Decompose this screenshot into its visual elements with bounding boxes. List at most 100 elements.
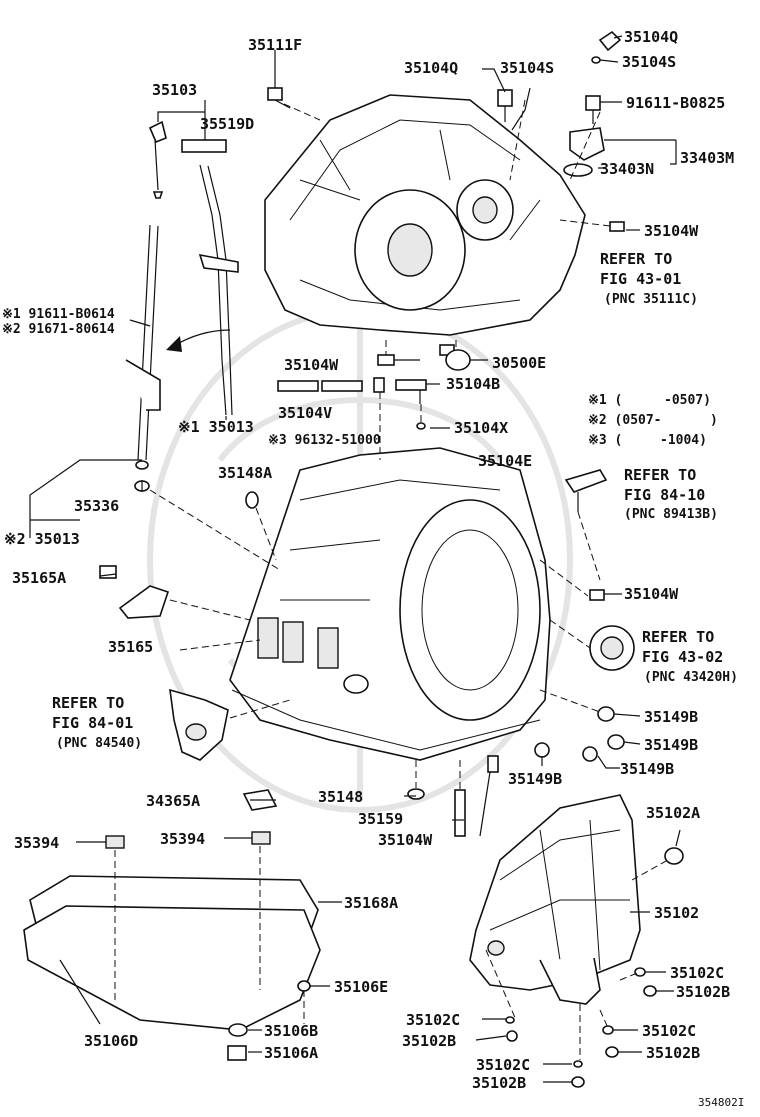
label-35104S-b: 35104S — [622, 53, 676, 71]
plug-96132-51000 — [373, 377, 385, 393]
plug-30500E — [439, 344, 471, 371]
o-ring-35519D — [181, 139, 227, 153]
dowel-35104W-bottom — [487, 755, 499, 773]
refer2-line1: REFER TO — [624, 466, 696, 484]
label-35104W-a: 35104W — [644, 222, 699, 240]
label-35394-a: 35394 — [14, 834, 59, 852]
label-35106D: 35106D — [84, 1032, 138, 1050]
plug-35148 — [407, 788, 425, 800]
label-35102: 35102 — [654, 904, 699, 922]
label-35165A: 35165A — [12, 569, 66, 587]
ring-35102C-a — [634, 967, 646, 977]
leader-lines — [29, 35, 681, 1083]
note-91671-80614: ※2 91671-80614 — [2, 322, 115, 337]
label-91611-B0825: 91611-B0825 — [626, 94, 725, 112]
tube-35104V-b — [321, 380, 363, 392]
refer3-line1: REFER TO — [642, 628, 714, 646]
refer1-line2: FIG 43-01 — [600, 270, 681, 288]
refer1-line1: REFER TO — [600, 250, 672, 268]
oil-pan-35106D — [23, 831, 321, 1031]
pin-35159 — [454, 789, 466, 837]
label-35394-b: 35394 — [160, 830, 205, 848]
label-35106A: 35106A — [264, 1044, 318, 1062]
footnote-3-mark: ※3 ( — [588, 433, 622, 448]
dowel-35104W-top — [609, 221, 625, 232]
refer4-line1: REFER TO — [52, 694, 124, 712]
transaxle-housing-upper — [264, 94, 586, 336]
label-33403M: 33403M — [680, 149, 734, 167]
footnote-1-mark: ※1 ( — [588, 393, 622, 408]
bush-35149B-a — [597, 706, 615, 722]
refer3-line2: FIG 43-02 — [642, 648, 723, 666]
label-35104E: 35104E — [478, 452, 532, 470]
label-35149B-a: 35149B — [644, 708, 698, 726]
bush-35149B-b — [607, 734, 625, 750]
differential-housing — [469, 794, 641, 1005]
label-30500E: 30500E — [492, 354, 546, 372]
label-35149B-b: 35149B — [644, 736, 698, 754]
label-35165: 35165 — [108, 638, 153, 656]
label-35102C-b: 35102C — [406, 1011, 460, 1029]
drain-plug-35106E — [297, 980, 311, 992]
refer4-line2: FIG 84-01 — [52, 714, 133, 732]
label-35102B-d: 35102B — [472, 1074, 526, 1092]
dowel-35104W-mid — [377, 354, 395, 366]
ring-35102C-c — [505, 1016, 515, 1024]
ring-35102C-d — [573, 1060, 583, 1068]
label-35106E: 35106E — [334, 978, 388, 996]
transaxle-case — [229, 447, 551, 761]
label-35148A: 35148A — [218, 464, 272, 482]
note-96132-51000: ※3 96132-51000 — [268, 433, 381, 448]
label-35102A: 35102A — [646, 804, 700, 822]
label-35104W-c: 35104W — [624, 585, 679, 603]
footnote-2-value: ) — [710, 413, 718, 428]
note-91611-B0614: ※1 91611-B0614 — [2, 307, 115, 322]
refer2-line3: (PNC 89413B) — [624, 507, 718, 522]
label-35519D: 35519D — [200, 115, 254, 133]
bolt-35104Q — [591, 30, 622, 64]
arrow-head-icon — [166, 336, 182, 352]
bush-35149B-d — [534, 742, 550, 758]
figure-id: 354802I — [698, 1096, 744, 1109]
dipstick — [148, 120, 167, 199]
label-35013-b: ※2 35013 — [4, 530, 80, 548]
refer3-line3: (PNC 43420H) — [644, 670, 738, 685]
speed-sensor — [564, 469, 608, 512]
bolt-35102B-b — [605, 1046, 619, 1058]
label-35159: 35159 — [358, 810, 403, 828]
label-35102B-c: 35102B — [646, 1044, 700, 1062]
label-35102C-d: 35102C — [476, 1056, 530, 1074]
label-35102B-a: 35102B — [676, 983, 730, 1001]
label-35104V: 35104V — [278, 404, 332, 422]
dowel-35104W-right — [589, 589, 605, 601]
bolt-35111F — [267, 87, 291, 109]
footnote-3-value: -1004) — [660, 433, 707, 448]
gasket-35106B — [228, 1023, 248, 1037]
label-35104Q-a: 35104Q — [404, 59, 458, 77]
cover-35165 — [118, 585, 170, 619]
refer4-line3: (PNC 84540) — [56, 736, 142, 751]
footnote-1-value: -0507) — [664, 393, 711, 408]
label-35148: 35148 — [318, 788, 363, 806]
dipstick-tube — [125, 164, 239, 470]
refer2-line2: FIG 84-10 — [624, 486, 705, 504]
bolt-35102B-d — [571, 1076, 585, 1088]
label-35104X: 35104X — [454, 419, 508, 437]
sensor-33403M — [563, 127, 605, 177]
bolt-35106A — [227, 1045, 247, 1061]
bolt-35104Q-small — [497, 87, 531, 131]
label-35104W-b: 35104W — [284, 356, 339, 374]
bush-35149B-c — [582, 746, 598, 762]
neutral-switch-84540 — [169, 688, 229, 761]
label-35104B-a: 35104B — [446, 375, 500, 393]
label-35104Q-b: 35104Q — [624, 28, 678, 46]
ring-35102C-b — [602, 1025, 614, 1035]
plug-35148A — [245, 491, 259, 509]
label-35102B-b: 35102B — [402, 1032, 456, 1050]
assembly-dashed-lines — [114, 99, 669, 1060]
refer1-line3: (PNC 35111C) — [604, 292, 698, 307]
label-35103: 35103 — [152, 81, 197, 99]
label-35149B-c: 35149B — [620, 760, 674, 778]
oil-seal-43420H — [589, 625, 635, 671]
